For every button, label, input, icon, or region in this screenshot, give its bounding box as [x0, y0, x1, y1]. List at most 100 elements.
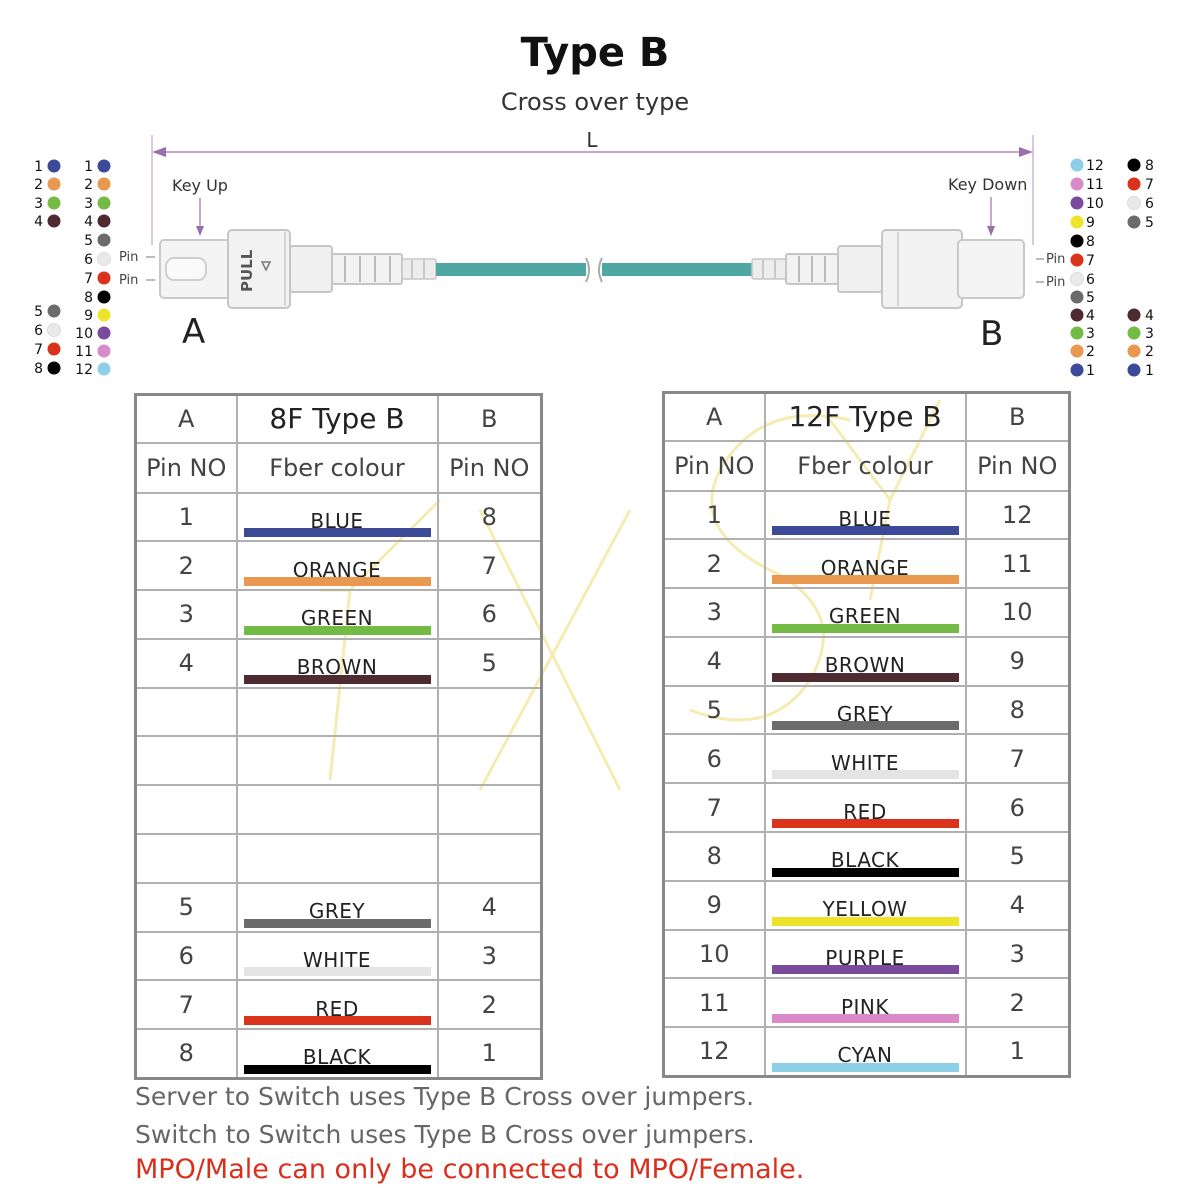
fiber-colour-cell: BLACK [763, 831, 967, 882]
pin-number: 7 [1145, 177, 1154, 193]
fiber-colour-swatch [771, 672, 959, 682]
fiber-colour-cell [235, 833, 439, 884]
pin-number: 1 [84, 159, 93, 175]
pin-a-cell: 10 [662, 928, 766, 980]
fiber-colour-swatch [243, 967, 431, 977]
note-server-switch: Server to Switch uses Type B Cross over … [135, 1082, 755, 1111]
pin-a-cell: 11 [662, 977, 766, 1029]
pin-a-cell: 9 [662, 879, 766, 931]
table-title: 12F Type B [763, 391, 967, 442]
pin-number: 6 [1145, 196, 1154, 212]
pin-a-cell: 8 [662, 831, 766, 882]
pin-b-cell: 2 [436, 979, 543, 1031]
pin-dot [47, 196, 61, 210]
pin-a-cell: 3 [662, 587, 766, 638]
pin-no-b-header: Pin NO [964, 439, 1071, 492]
pin-a-cell: 6 [662, 733, 766, 785]
fiber-colour-swatch [771, 623, 959, 633]
fiber-colour-swatch [771, 526, 959, 536]
fiber-colour-swatch [771, 819, 959, 829]
pin-number: 8 [34, 361, 43, 377]
pin-number: 5 [1145, 215, 1154, 231]
pin-number: 10 [1086, 196, 1104, 212]
col-a-header: A [662, 391, 766, 442]
fiber-cable [436, 257, 752, 283]
pin-no-b-header: Pin NO [436, 441, 543, 494]
pin-b-cell: 11 [964, 538, 1071, 590]
fiber-colour-swatch [243, 918, 431, 928]
pin-b-cell [436, 686, 543, 738]
pin-number: 3 [84, 196, 93, 212]
fiber-colour-cell: PURPLE [763, 928, 967, 980]
fiber-colour-swatch [771, 965, 959, 975]
fiber-colour-cell: GREY [235, 881, 439, 933]
pin-number: 8 [1086, 234, 1095, 250]
pin-dot [97, 290, 111, 304]
col-b-header: B [436, 393, 543, 444]
pin-number: 2 [34, 177, 43, 193]
fiber-colour-cell [235, 735, 439, 787]
fiber-colour-cell: GREEN [235, 589, 439, 640]
pin-b-cell: 4 [964, 879, 1071, 931]
pin-dot [1127, 158, 1141, 172]
fiber-colour-cell: BLACK [235, 1028, 439, 1080]
pin-number: 7 [1086, 253, 1095, 269]
cable-diagram: L Key Up Key Down PULL [34, 128, 1154, 379]
pin-a-cell [134, 784, 238, 836]
pin-b-cell: 8 [964, 684, 1071, 736]
pin-dot [1070, 308, 1084, 322]
fiber-colour-cell: BLUE [763, 489, 967, 541]
pin-dot [47, 214, 61, 228]
pin-number: 4 [84, 214, 93, 230]
pin-number: 4 [34, 214, 43, 230]
page-title: Type B [520, 30, 670, 76]
pin-a-cell: 12 [662, 1026, 766, 1078]
fiber-colour-swatch [771, 1062, 959, 1072]
pin-a-cell: 3 [134, 589, 238, 640]
pin-number: 11 [75, 344, 93, 360]
table-12f: A 12F Type B B Pin NO Fber colour Pin NO… [662, 391, 1071, 1078]
pin-number: 3 [1145, 326, 1154, 342]
pin-label-a1: Pin [119, 250, 138, 265]
pin-b-cell: 12 [964, 489, 1071, 541]
pin-number: 6 [34, 323, 43, 339]
pin-number: 2 [1145, 344, 1154, 360]
pin-number: 2 [84, 177, 93, 193]
fiber-colour-swatch [771, 770, 959, 780]
pin-dot [97, 344, 111, 358]
pin-number: 8 [1145, 158, 1154, 174]
pin-number: 12 [1086, 158, 1104, 174]
pin-b-cell: 9 [964, 635, 1071, 687]
pin-b-cell: 5 [964, 831, 1071, 882]
pin-a-cell: 8 [134, 1028, 238, 1080]
pin-number: 10 [75, 326, 93, 342]
pin-dot [1070, 234, 1084, 248]
fiber-colour-cell: WHITE [763, 733, 967, 785]
col-a-header: A [134, 393, 238, 444]
pin-dot [97, 252, 111, 266]
pin-dot [47, 342, 61, 356]
pin-number: 6 [84, 252, 93, 268]
table-row [134, 833, 543, 884]
fiber-colour-header: Fber colour [235, 441, 439, 494]
pin-b-cell: 7 [964, 733, 1071, 785]
pull-label: PULL [238, 249, 256, 292]
pin-number: 3 [1086, 326, 1095, 342]
pin-dot [1070, 326, 1084, 340]
pin-number: 1 [1086, 363, 1095, 379]
pin-a-cell: 1 [134, 491, 238, 543]
pin-a-cell: 7 [134, 979, 238, 1031]
note-mpo-gender: MPO/Male can only be connected to MPO/Fe… [135, 1154, 805, 1185]
fiber-colour-cell: ORANGE [235, 540, 439, 592]
